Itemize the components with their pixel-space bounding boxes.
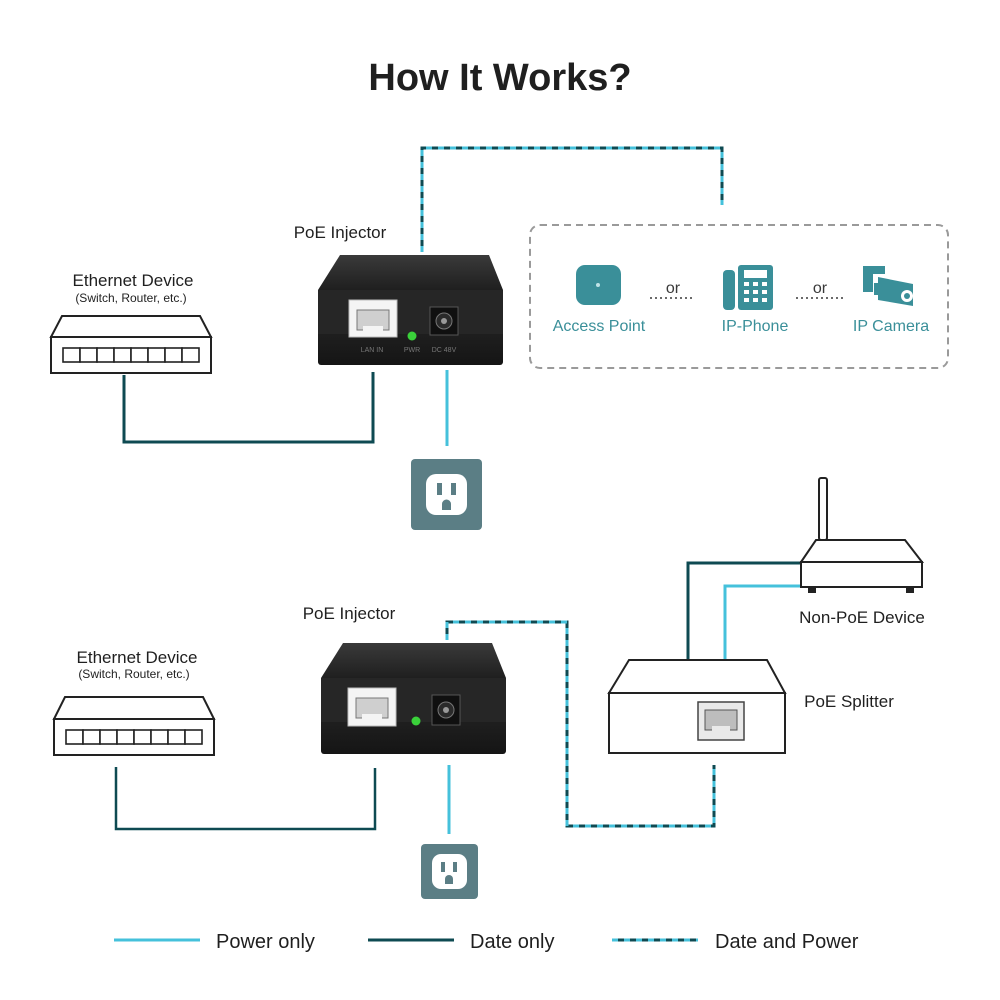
bottom-outlet-icon xyxy=(421,844,478,899)
bottom-injector-label: PoE Injector xyxy=(303,604,396,623)
bottom-datapower-line-light xyxy=(445,620,716,828)
or-label-2: or xyxy=(813,280,828,297)
ip-phone-icon xyxy=(723,265,773,310)
non-poe-device-label: Non-PoE Device xyxy=(799,608,925,627)
poe-splitter-icon xyxy=(607,659,787,754)
ip-camera-label: IP Camera xyxy=(853,318,929,335)
legend-power-label: Power only xyxy=(216,931,315,953)
bottom-data-line xyxy=(114,767,377,831)
legend: Power only Date only Date and Power xyxy=(114,931,859,953)
access-point-icon xyxy=(576,265,621,305)
top-ethernet-label: Ethernet Device xyxy=(73,271,194,290)
top-section: Ethernet Device (Switch, Router, etc.) P… xyxy=(49,146,949,530)
bottom-ethernet-label: Ethernet Device xyxy=(77,648,198,667)
bottom-injector-icon xyxy=(321,643,506,754)
bottom-section: Ethernet Device (Switch, Router, etc.) P… xyxy=(52,477,925,899)
top-injector-label: PoE Injector xyxy=(294,223,387,242)
ip-camera-icon xyxy=(863,266,913,306)
poe-splitter-label: PoE Splitter xyxy=(804,692,894,711)
top-switch-icon xyxy=(49,315,213,374)
bottom-splitter-power-line xyxy=(723,584,805,660)
bottom-ethernet-sublabel: (Switch, Router, etc.) xyxy=(78,667,189,681)
top-port-dc-label: DC 48V xyxy=(432,347,457,354)
top-port-pwr-label: PWR xyxy=(404,347,420,354)
bottom-switch-icon xyxy=(52,696,216,756)
top-datapower-line-dark xyxy=(420,146,724,252)
page-title: How It Works? xyxy=(368,57,631,99)
or-label-1: or xyxy=(666,280,681,297)
top-devices-box xyxy=(529,224,949,369)
legend-datapower-label: Date and Power xyxy=(715,931,859,953)
top-data-line xyxy=(122,372,375,444)
top-datapower-line-light xyxy=(420,146,724,252)
non-poe-router-icon xyxy=(799,477,925,593)
top-port-lan-label: LAN IN xyxy=(361,347,384,354)
bottom-splitter-data-line xyxy=(686,561,805,660)
top-injector-icon: LAN IN PWR DC 48V xyxy=(318,255,503,365)
ip-phone-label: IP-Phone xyxy=(722,318,789,335)
access-point-label: Access Point xyxy=(553,318,646,335)
top-ethernet-sublabel: (Switch, Router, etc.) xyxy=(75,291,186,305)
top-outlet-icon xyxy=(411,459,482,530)
legend-data-label: Date only xyxy=(470,931,555,953)
